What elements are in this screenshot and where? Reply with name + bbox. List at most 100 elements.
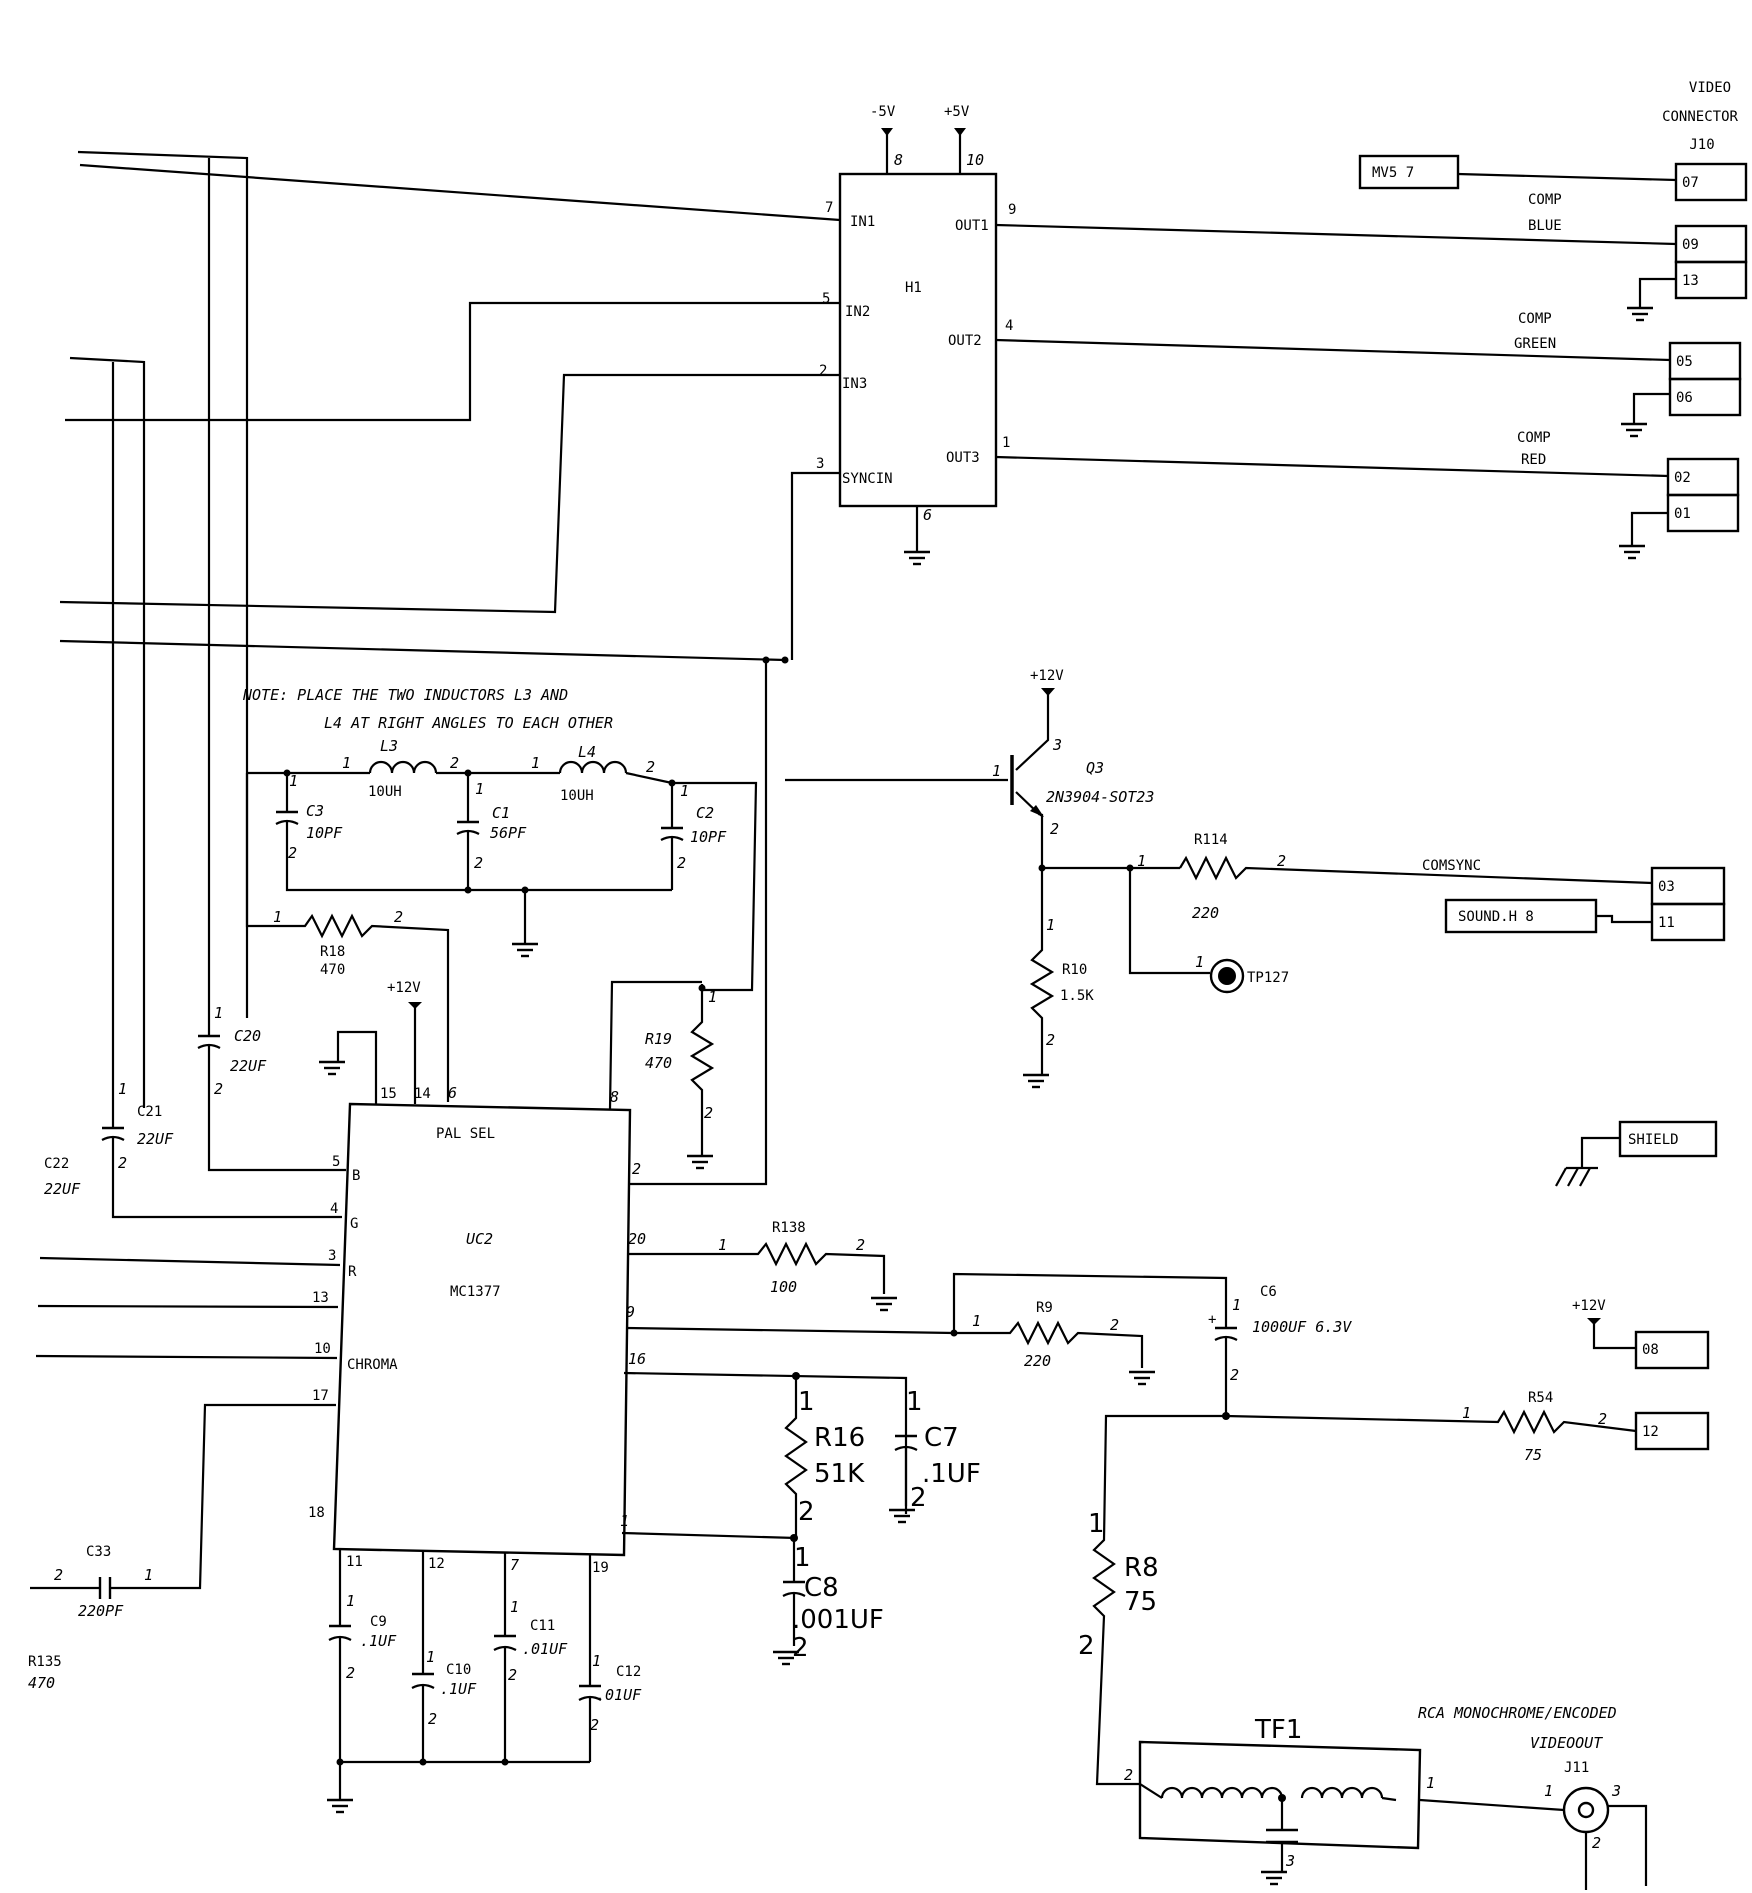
signal-blue-line1: COMP — [1528, 192, 1562, 208]
j10-pin-07-label: 07 — [1682, 175, 1699, 191]
c2-ref: C2 — [696, 804, 714, 822]
uc2-pin-16: 16 — [628, 1350, 646, 1368]
c9-ref: C9 — [370, 1614, 387, 1630]
svg-text:2: 2 — [1592, 1834, 1601, 1852]
uc2-label-chroma: CHROMA — [347, 1357, 398, 1373]
uc2-label-b: B — [352, 1168, 360, 1184]
uc2-label-g: G — [350, 1216, 358, 1232]
c10-ref: C10 — [446, 1662, 471, 1678]
h1-in1-label: IN1 — [850, 214, 875, 230]
signal-blue-line2: BLUE — [1528, 218, 1562, 234]
c6-ref: C6 — [1260, 1284, 1277, 1300]
h1-out1-pin: 9 — [1008, 202, 1016, 218]
r9-value: 220 — [1024, 1352, 1051, 1370]
uc2-pin-17: 17 — [312, 1388, 329, 1404]
svg-text:1: 1 — [273, 908, 282, 926]
h1-in3-pin: 2 — [819, 363, 827, 379]
c3-value: 10PF — [306, 824, 343, 842]
c2-value: 10PF — [690, 828, 727, 846]
j10-pin-13-label: 13 — [1682, 273, 1699, 289]
c8-ref: C8 — [804, 1573, 839, 1603]
uc2-pin-9: 9 — [626, 1303, 635, 1321]
j10-pin-12-label: 12 — [1642, 1424, 1659, 1440]
r8-value: 75 — [1124, 1587, 1157, 1617]
h1-syncin-pin: 3 — [816, 456, 824, 472]
signal-comsync: COMSYNC — [1422, 858, 1481, 874]
r8-ref: R8 — [1124, 1553, 1159, 1583]
uc2-pin-12: 12 — [428, 1556, 445, 1572]
rca-ref: J11 — [1564, 1760, 1589, 1776]
c20-ref: C20 — [234, 1027, 261, 1045]
c22-ref: C22 — [44, 1156, 69, 1172]
r138-value: 100 — [770, 1278, 797, 1296]
h1-syncin-label: SYNCIN — [842, 471, 893, 487]
svg-text:2: 2 — [1277, 852, 1286, 870]
c9-value: .1UF — [360, 1632, 397, 1650]
svg-text:2: 2 — [450, 754, 459, 772]
j10-pin-08-label: 08 — [1642, 1342, 1659, 1358]
svg-text:+: + — [1208, 1312, 1216, 1328]
r18-ref: R18 — [320, 944, 345, 960]
r114-ref: R114 — [1194, 832, 1228, 848]
j10-pin-11-label: 11 — [1658, 915, 1675, 931]
j10-pin-09-label: 09 — [1682, 237, 1699, 253]
svg-text:2: 2 — [1050, 820, 1059, 838]
connector-title-line1: VIDEO — [1689, 80, 1731, 96]
svg-text:1: 1 — [1462, 1404, 1471, 1422]
svg-text:1: 1 — [1195, 953, 1204, 971]
svg-text:2: 2 — [428, 1710, 437, 1728]
connector-title-line2: CONNECTOR — [1662, 109, 1738, 125]
svg-text:1: 1 — [972, 1312, 981, 1330]
signal-red-line1: COMP — [1517, 430, 1551, 446]
svg-text:1: 1 — [680, 782, 689, 800]
svg-text:2: 2 — [1598, 1410, 1607, 1428]
c11-value: .01UF — [522, 1640, 568, 1658]
r54-ref: R54 — [1528, 1390, 1553, 1406]
svg-text:2: 2 — [288, 844, 297, 862]
l4-value: 10UH — [560, 788, 594, 804]
r10-value: 1.5K — [1060, 988, 1094, 1004]
uc2-pin-15: 15 — [380, 1086, 397, 1102]
svg-text:2: 2 — [1110, 1316, 1119, 1334]
tf1-box — [1138, 1740, 1422, 1850]
h1-out3-label: OUT3 — [946, 450, 980, 466]
svg-text:2: 2 — [910, 1483, 927, 1513]
uc2-pin-3: 3 — [328, 1248, 336, 1264]
c20-value: 22UF — [230, 1057, 267, 1075]
c10-value: .1UF — [440, 1680, 477, 1698]
uc2-pin-10: 10 — [314, 1341, 331, 1357]
svg-text:3: 3 — [1285, 1852, 1295, 1870]
svg-text:2: 2 — [856, 1236, 865, 1254]
r9-ref: R9 — [1036, 1300, 1053, 1316]
signal-green-line2: GREEN — [1514, 336, 1556, 352]
svg-text:2: 2 — [1046, 1031, 1055, 1049]
svg-text:1: 1 — [592, 1652, 601, 1670]
svg-text:1: 1 — [798, 1387, 815, 1417]
svg-text:1: 1 — [289, 772, 298, 790]
plus12v-label: +12V — [1572, 1298, 1606, 1314]
uc2-supply: +12V — [387, 980, 421, 996]
signal-green-line1: COMP — [1518, 311, 1552, 327]
svg-text:1: 1 — [708, 988, 717, 1006]
svg-text:1: 1 — [510, 1598, 519, 1616]
uc2-pin-5: 5 — [332, 1154, 340, 1170]
svg-text:3: 3 — [1052, 736, 1062, 754]
svg-text:1: 1 — [1544, 1782, 1553, 1800]
svg-text:3: 3 — [1611, 1782, 1621, 1800]
h1-supply-neg: -5V — [870, 104, 896, 120]
c12-ref: C12 — [616, 1664, 641, 1680]
svg-text:2: 2 — [214, 1080, 223, 1098]
r16-value: 51K — [814, 1459, 865, 1489]
c21-value: 22UF — [137, 1130, 174, 1148]
uc2-pin-7: 7 — [510, 1556, 519, 1574]
h1-in2-pin: 5 — [822, 291, 830, 307]
h1-pin-gnd: 6 — [923, 506, 932, 524]
c12-value: .01UF — [596, 1686, 642, 1704]
svg-text:2: 2 — [792, 1633, 809, 1663]
svg-text:2: 2 — [474, 854, 483, 872]
uc2-pin-8: 8 — [610, 1088, 619, 1106]
svg-text:1: 1 — [214, 1004, 223, 1022]
svg-text:2: 2 — [590, 1716, 599, 1734]
h1-label: H1 — [905, 280, 922, 296]
c33-ref: C33 — [86, 1544, 111, 1560]
